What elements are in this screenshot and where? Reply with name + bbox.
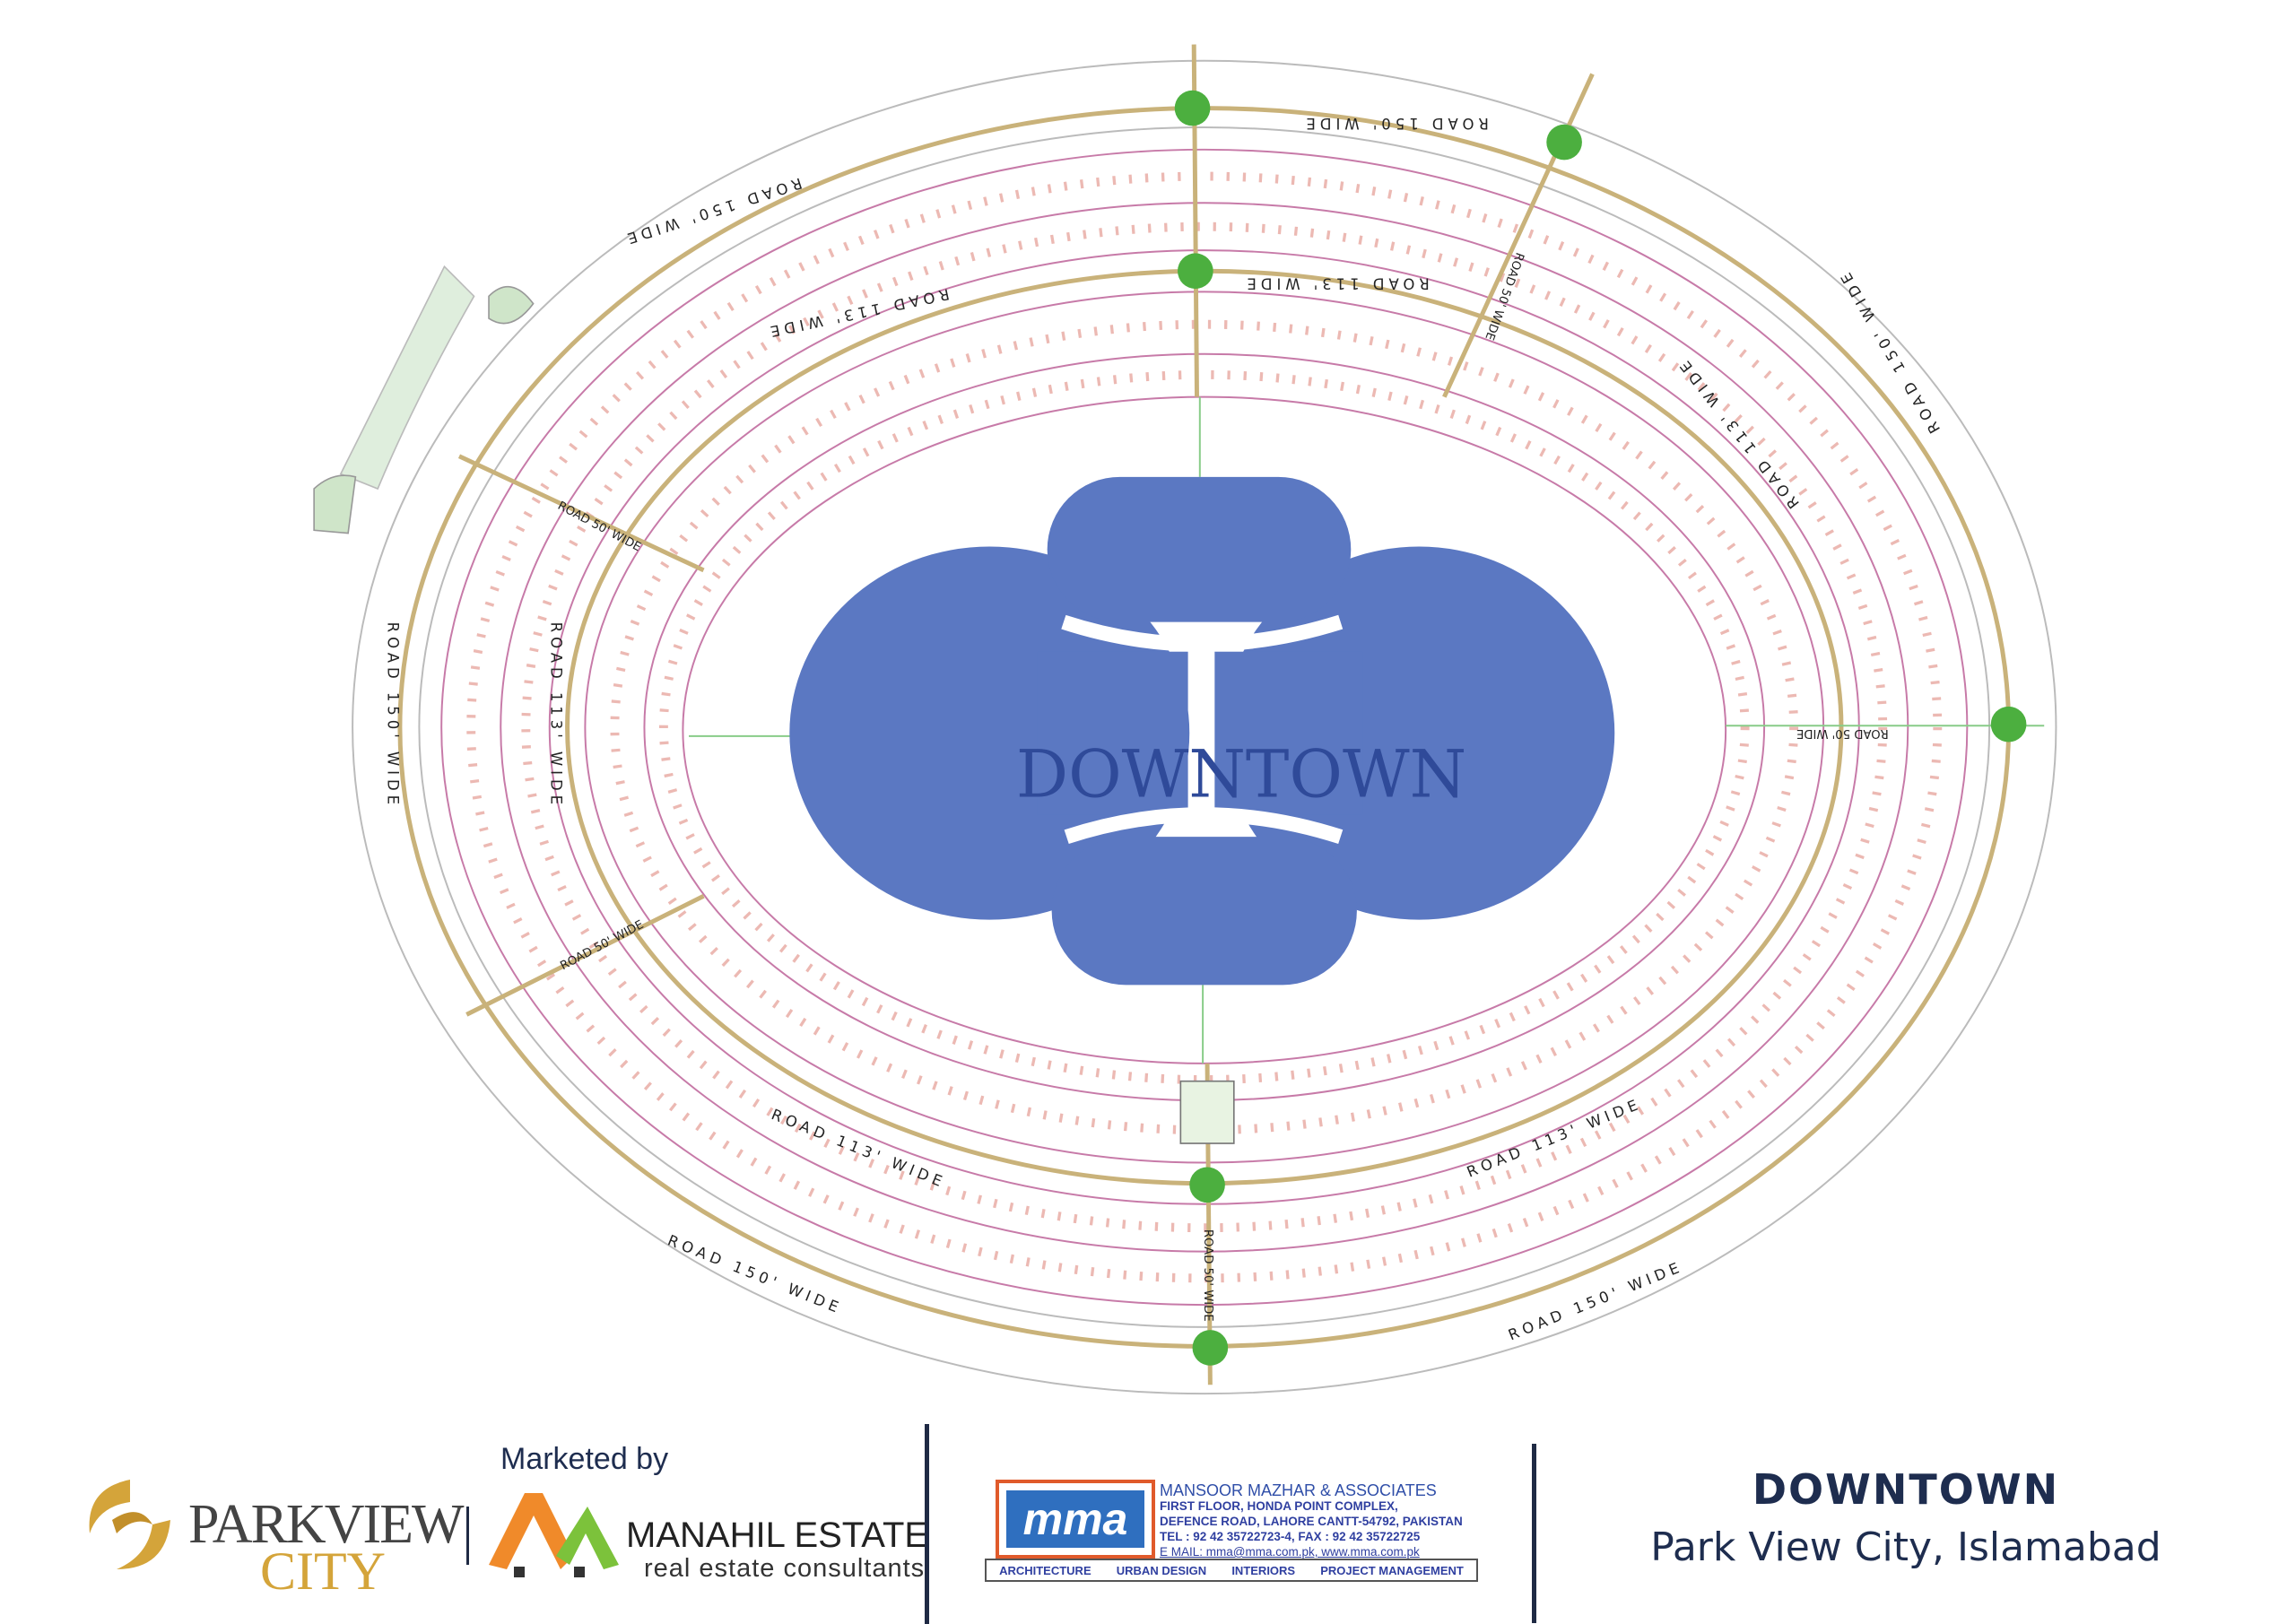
road-label: ROAD 150' WIDE bbox=[1302, 115, 1489, 132]
service-item: URBAN DESIGN bbox=[1116, 1563, 1207, 1577]
roundabout bbox=[1192, 1330, 1229, 1366]
roundabout bbox=[1178, 253, 1213, 290]
section-divider bbox=[1532, 1444, 1536, 1623]
architect-email[interactable]: E MAIL: mma@mma.com.pk, www.mma.com.pk bbox=[1160, 1545, 1420, 1559]
roundabout bbox=[1189, 1167, 1225, 1203]
road-label: ROAD 50' WIDE bbox=[1796, 726, 1889, 740]
outer-boundary bbox=[352, 59, 2057, 1395]
roundabout bbox=[1546, 124, 1582, 161]
road-label: ROAD 150' WIDE bbox=[1506, 1258, 1685, 1344]
parkview-swirl-icon bbox=[89, 1480, 170, 1569]
roundabout bbox=[1990, 706, 2027, 743]
outer-plot-band bbox=[440, 148, 1969, 1307]
service-item: ARCHITECTURE bbox=[999, 1563, 1091, 1577]
road-label: ROAD 113' WIDE bbox=[547, 622, 564, 809]
parkview-logo-text: PARKVIEW bbox=[188, 1494, 465, 1555]
architect-address-2: DEFENCE ROAD, LAHORE CANTT-54792, PAKIST… bbox=[1160, 1515, 1463, 1528]
manahil-tagline: real estate consultants bbox=[644, 1554, 926, 1583]
downtown-boundary bbox=[682, 395, 1727, 1064]
mma-logo: mma bbox=[996, 1480, 1155, 1559]
service-item: INTERIORS bbox=[1231, 1563, 1296, 1577]
section-divider bbox=[925, 1424, 929, 1624]
green-belt bbox=[339, 265, 475, 491]
manahil-house-icon bbox=[489, 1493, 619, 1577]
road-label: ROAD 50' WIDE bbox=[558, 918, 646, 974]
road-label: ROAD 150' WIDE bbox=[1835, 266, 1944, 437]
road-label: ROAD 113' WIDE bbox=[1242, 275, 1429, 292]
downtown-block[interactable] bbox=[789, 476, 1615, 986]
road-label: ROAD 150' WIDE bbox=[385, 622, 402, 809]
road-label: ROAD 50' WIDE bbox=[1201, 1229, 1214, 1322]
architect-address-1: FIRST FLOOR, HONDA POINT COMPLEX, bbox=[1160, 1499, 1398, 1513]
road-label: ROAD 113' WIDE bbox=[764, 285, 951, 341]
architect-name: MANSOOR MAZHAR & ASSOCIATES bbox=[1160, 1481, 1437, 1499]
downtown-label: DOWNTOWN bbox=[1016, 738, 1466, 813]
inner-plot-band bbox=[584, 291, 1825, 1164]
road-label: ROAD 150' WIDE bbox=[665, 1231, 845, 1317]
manahil-name: MANAHIL ESTATE bbox=[626, 1515, 929, 1555]
project-title: DOWNTOWN bbox=[1752, 1465, 2060, 1514]
marketed-by-label: Marketed by bbox=[500, 1442, 669, 1476]
project-location: Park View City, Islamabad bbox=[1650, 1524, 2161, 1570]
architect-services: ARCHITECTURE URBAN DESIGN INTERIORS PROJ… bbox=[985, 1559, 1478, 1582]
road-label: ROAD 113' WIDE bbox=[769, 1106, 948, 1192]
roundabout bbox=[1174, 90, 1211, 126]
service-item: PROJECT MANAGEMENT bbox=[1320, 1563, 1464, 1577]
architect-phone: TEL : 92 42 35722723-4, FAX : 92 42 3572… bbox=[1160, 1530, 1421, 1543]
logo-separator bbox=[466, 1507, 469, 1565]
parkview-logo-city: CITY bbox=[260, 1541, 386, 1601]
park-plot bbox=[1179, 1080, 1235, 1144]
